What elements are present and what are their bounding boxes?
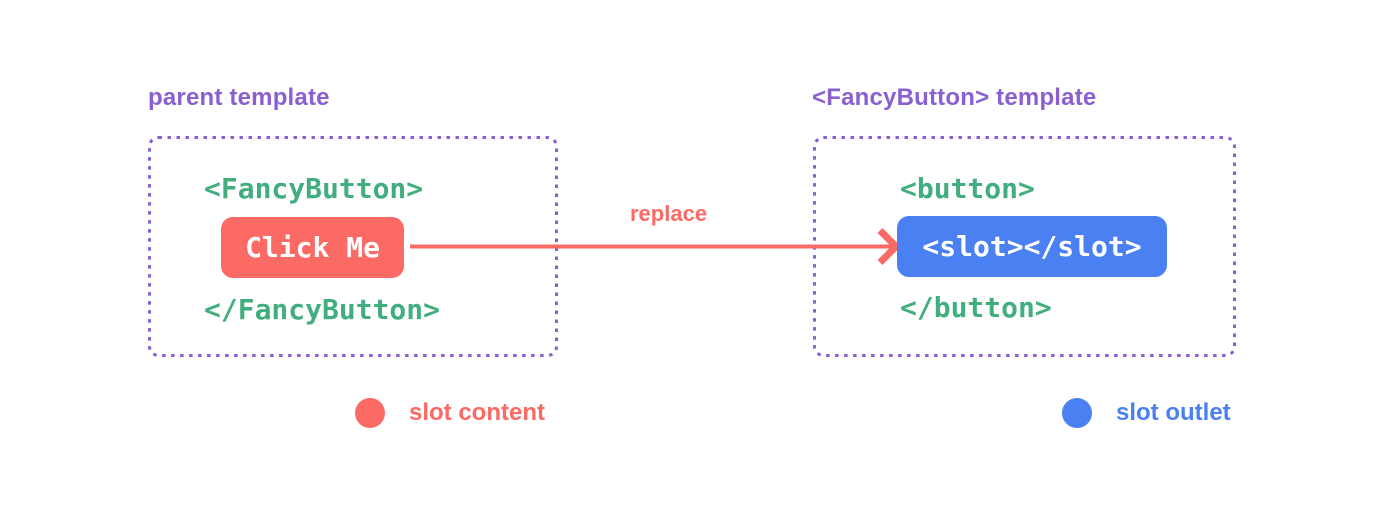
slot-outlet-code: <slot></slot> — [922, 230, 1142, 263]
parent-template-box — [148, 136, 558, 357]
fancybutton-close-tag: </FancyButton> — [204, 293, 441, 326]
legend-slot-content: slot content — [355, 398, 545, 428]
replace-label: replace — [630, 201, 708, 226]
slot-outlet-label: slot outlet — [1116, 399, 1231, 426]
legend-slot-outlet: slot outlet — [1062, 398, 1231, 428]
slot-outlet-box: <slot></slot> — [897, 216, 1167, 277]
button-close-tag: </button> — [900, 291, 1052, 324]
click-me-label: Click Me — [245, 231, 380, 264]
slot-content-label: slot content — [409, 399, 545, 426]
button-open-tag: <button> — [900, 172, 1035, 205]
parent-template-label: parent template — [148, 84, 330, 111]
click-me-button: Click Me — [221, 217, 404, 278]
fancybutton-open-tag: <FancyButton> — [204, 172, 424, 205]
fancybutton-template-label: <FancyButton> template — [812, 84, 1097, 111]
slot-content-dot-icon — [355, 398, 385, 428]
slot-outlet-dot-icon — [1062, 398, 1092, 428]
replace-arrowhead-icon — [877, 228, 901, 265]
